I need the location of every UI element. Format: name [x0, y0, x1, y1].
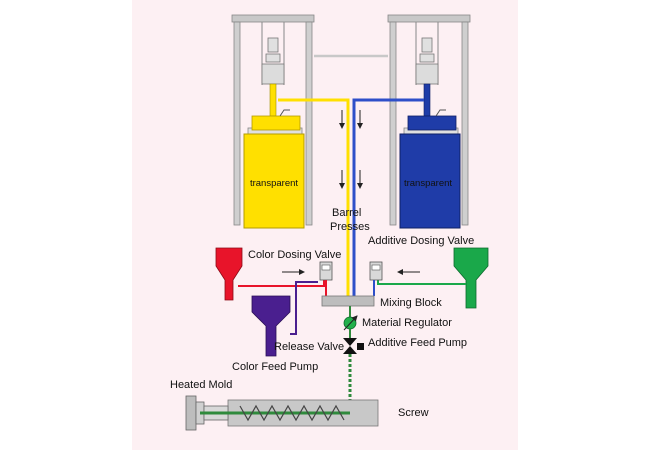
left-barrel-label: transparent — [250, 178, 298, 189]
screw-flights — [239, 404, 345, 422]
material-regulator-label: Material Regulator — [362, 317, 452, 329]
valve-icon — [369, 261, 383, 281]
color-feed-hopper — [251, 295, 291, 357]
release-valve-label: Release Valve — [274, 341, 344, 353]
pump-icon — [357, 343, 364, 350]
left-barrel-press — [231, 14, 315, 229]
right-barrel-label: transparent — [404, 178, 452, 189]
color-hopper — [215, 247, 243, 301]
mixing-block — [321, 295, 375, 307]
additive-feed-pump-label: Additive Feed Pump — [368, 337, 467, 349]
heated-mold — [185, 395, 236, 431]
barrel-presses-label-1: Barrel — [332, 207, 361, 219]
green-feed-line — [377, 280, 466, 285]
additive-hopper — [453, 247, 489, 309]
barrel-presses-label-2: Presses — [330, 221, 370, 233]
yellow-feed-line — [278, 98, 350, 300]
heated-mold-label: Heated Mold — [170, 379, 232, 391]
blue-feed-line — [352, 98, 424, 300]
regulator-icon — [343, 315, 358, 331]
arrow-icon — [339, 110, 363, 189]
valve-icon — [319, 261, 333, 281]
screw-label: Screw — [398, 407, 429, 419]
purple-feed-line — [290, 281, 318, 335]
red-feed-line — [238, 278, 325, 287]
color-dosing-valve-label: Color Dosing Valve — [248, 249, 341, 261]
right-barrel-press — [387, 14, 471, 229]
mixing-block-label: Mixing Block — [380, 297, 442, 309]
color-feed-pump-label: Color Feed Pump — [232, 361, 318, 373]
additive-dosing-valve-label: Additive Dosing Valve — [368, 235, 474, 247]
valve-icon — [343, 338, 357, 354]
